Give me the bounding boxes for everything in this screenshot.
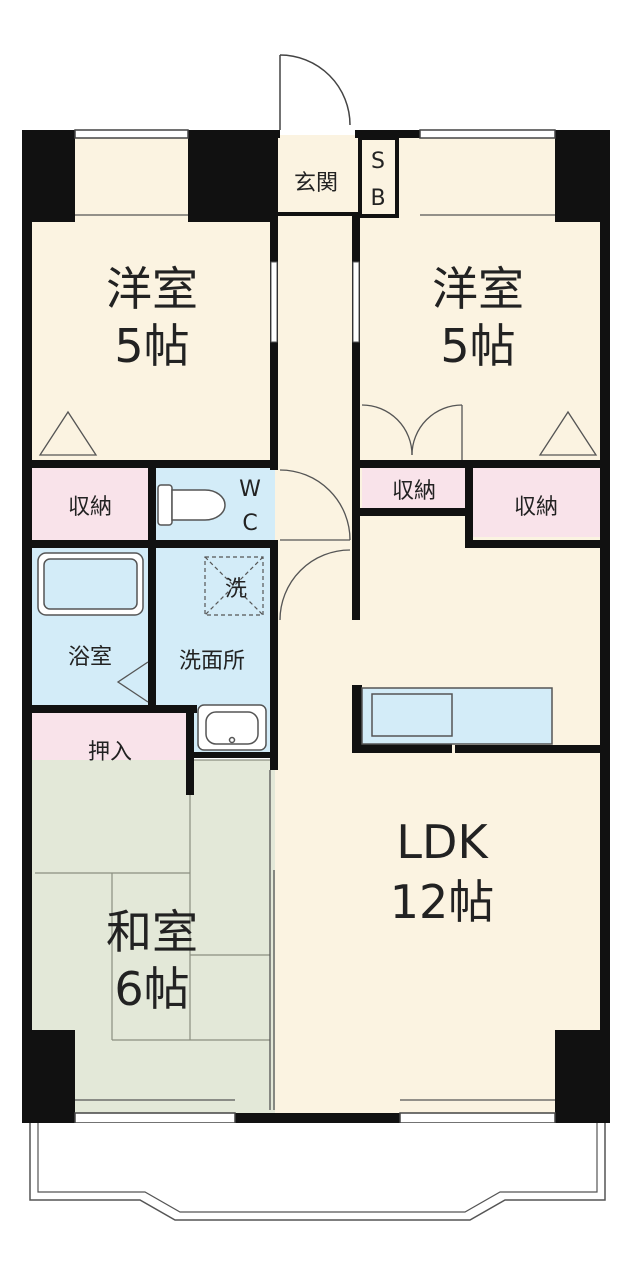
bathtub-icon	[37, 552, 144, 616]
tatami-lines	[35, 759, 270, 1041]
wc-w-label: W	[239, 477, 261, 502]
wc-c-label: C	[242, 511, 257, 536]
walls	[22, 130, 610, 1123]
storage-right-label: 収納	[514, 495, 558, 520]
bath-label: 浴室	[68, 645, 112, 670]
interior-doors	[38, 404, 598, 1110]
japanese-room-size: 6帖	[114, 962, 189, 1016]
ldk-name: LDK	[396, 815, 489, 869]
wash-basin-icon	[197, 704, 267, 751]
western-room-right-name: 洋室	[432, 262, 524, 316]
toilet-icon	[157, 484, 226, 526]
ldk-size: 12帖	[390, 875, 495, 929]
washing-machine-icon	[204, 556, 264, 616]
japanese-room-strip	[190, 760, 275, 790]
western-room-left-size: 5帖	[114, 319, 189, 373]
balcony	[29, 1123, 606, 1221]
storage-left-label: 収納	[68, 495, 112, 520]
storage-left-floor	[30, 465, 150, 543]
storage-mid-label: 収納	[392, 479, 436, 504]
ldk-floor	[360, 465, 605, 1115]
hallway-floor	[275, 135, 360, 1115]
western-room-left-name: 洋室	[106, 262, 198, 316]
japanese-room-name: 和室	[106, 905, 198, 959]
entrance-label: 玄関	[294, 171, 338, 196]
storage-mid-floor	[362, 465, 467, 513]
storage-right-floor	[470, 465, 600, 537]
washroom-label: 洗面所	[179, 649, 245, 674]
washing-label: 洗	[225, 577, 247, 602]
kitchen-counter	[361, 687, 553, 745]
closet-label: 押入	[88, 740, 132, 765]
western-room-right-size: 5帖	[440, 319, 515, 373]
shoe-box-s-label: S	[371, 149, 385, 174]
entrance-door[interactable]	[279, 54, 351, 130]
shoe-box-b-label: B	[370, 186, 385, 211]
